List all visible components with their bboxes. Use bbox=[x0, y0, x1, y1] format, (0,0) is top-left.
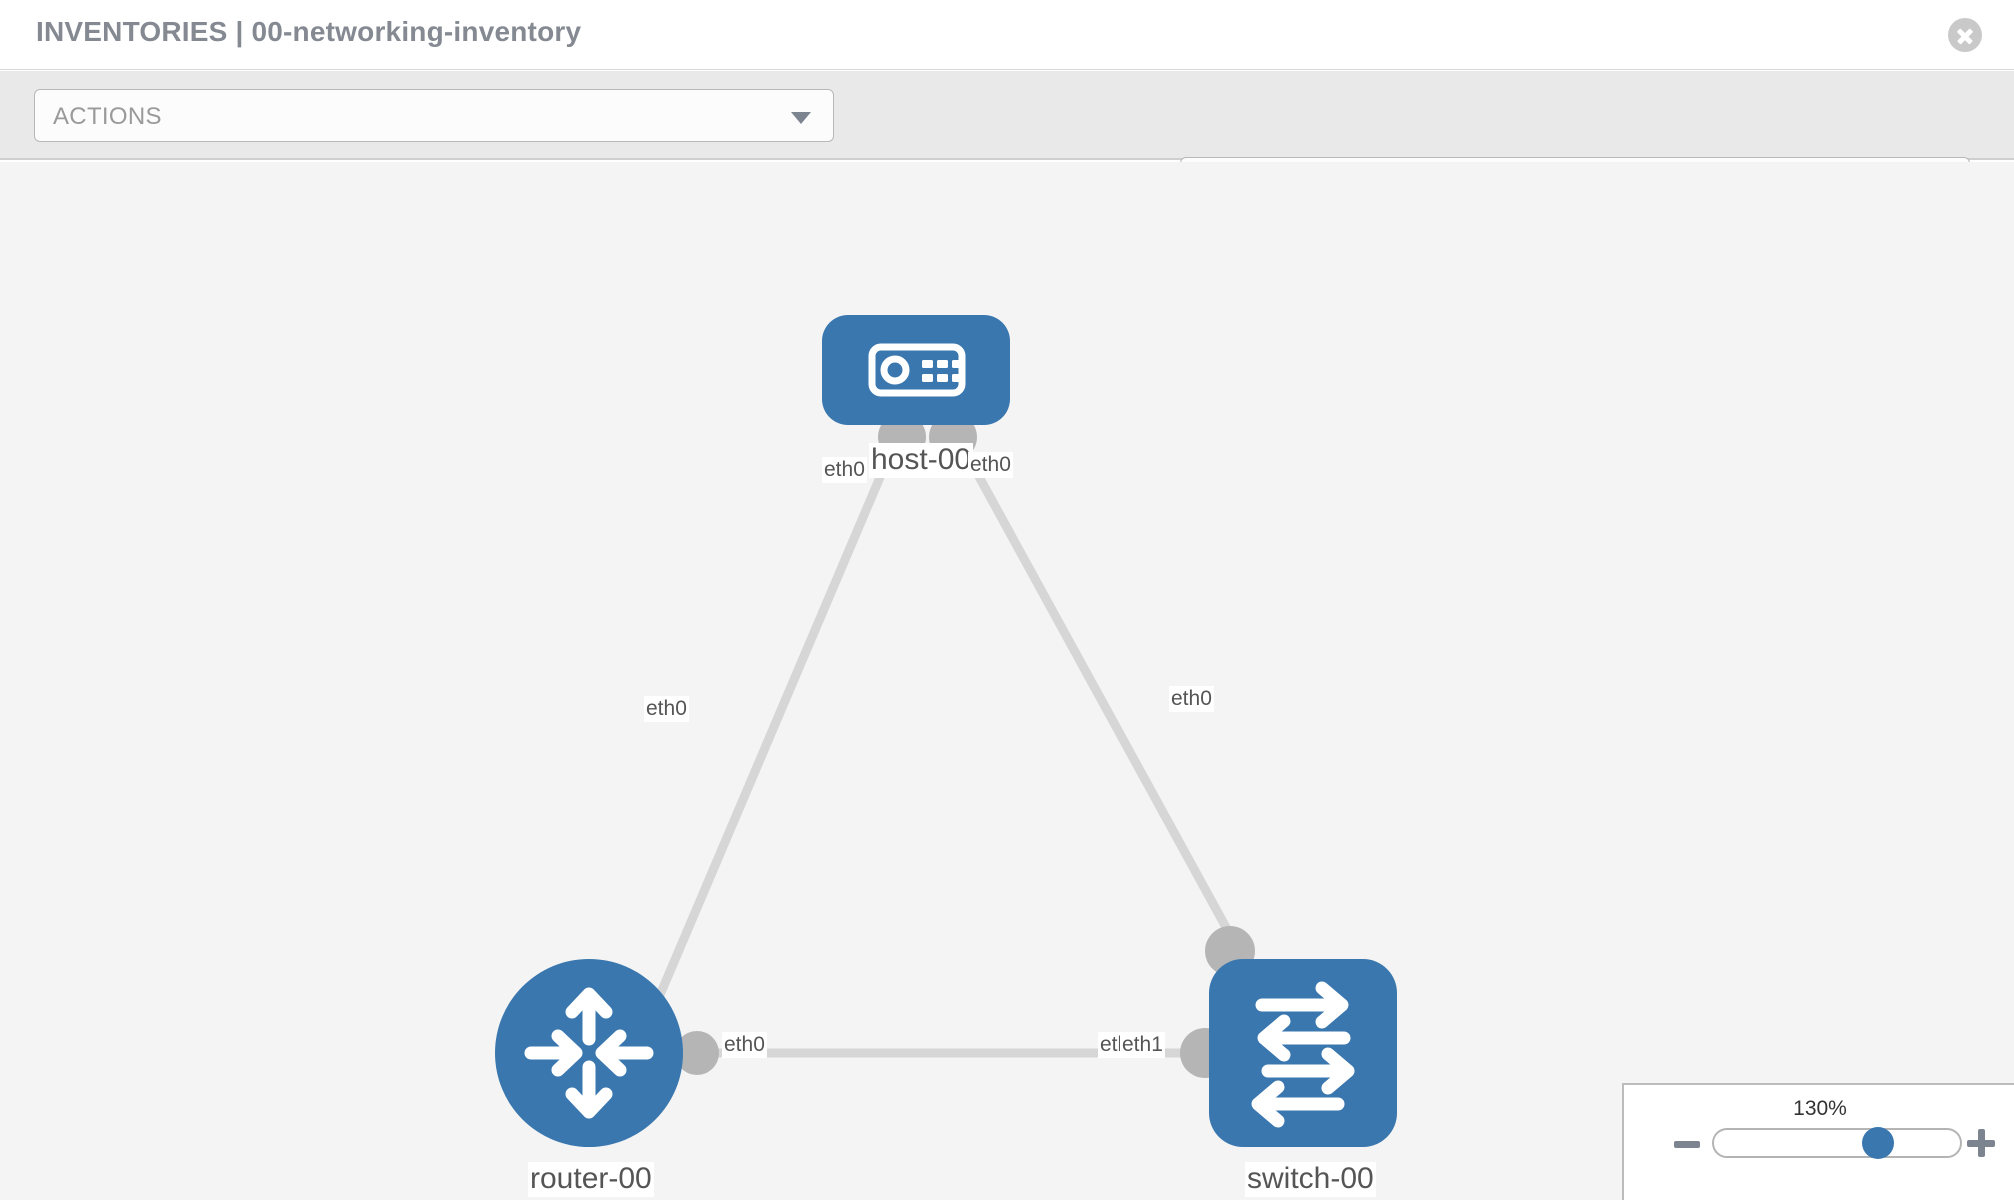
node-router-00 bbox=[495, 959, 683, 1147]
minus-icon[interactable] bbox=[1674, 1141, 1700, 1148]
switch-arrows-icon bbox=[1251, 981, 1355, 1128]
router-arrows-icon bbox=[524, 987, 654, 1119]
topology-links bbox=[635, 439, 1249, 1058]
node-switch-00 bbox=[1209, 959, 1397, 1147]
edge-label-host-right: eth0 bbox=[968, 452, 1013, 478]
actions-dropdown-label: ACTIONS bbox=[53, 103, 162, 130]
port-router-right bbox=[675, 1031, 719, 1075]
zoom-slider-track[interactable] bbox=[1712, 1128, 1962, 1158]
plus-icon[interactable] bbox=[1967, 1129, 1995, 1157]
edge-label-switch-upper: eth0 bbox=[1169, 686, 1214, 712]
node-label-switch-00: switch-00 bbox=[1245, 1162, 1376, 1197]
edge-label-switch-left: eth1 bbox=[1120, 1032, 1165, 1058]
link-host-switch bbox=[956, 439, 1249, 965]
page-title: INVENTORIES | 00-networking-inventory bbox=[36, 16, 582, 47]
chevron-down-icon bbox=[791, 112, 811, 124]
actions-dropdown[interactable]: ACTIONS bbox=[34, 89, 834, 142]
edge-label-router-right: eth0 bbox=[722, 1032, 767, 1058]
page-header: INVENTORIES | 00-networking-inventory bbox=[0, 0, 2014, 70]
plus-icon-vertical bbox=[1978, 1129, 1985, 1157]
node-host-00 bbox=[822, 315, 1010, 425]
zoom-percent-label: 130% bbox=[1793, 1097, 1847, 1120]
zoom-control-panel: 130% bbox=[1622, 1083, 2014, 1200]
edge-label-host-left: eth0 bbox=[822, 457, 867, 483]
close-icon[interactable] bbox=[1948, 18, 1982, 52]
topology-canvas[interactable]: host-00 router-00 switch-00 eth0 eth0 et… bbox=[0, 162, 2014, 1200]
toolbar: ACTIONS SEARCH bbox=[0, 71, 2014, 210]
server-icon bbox=[868, 343, 966, 397]
edge-label-router-upper: eth0 bbox=[644, 696, 689, 722]
zoom-slider-thumb[interactable] bbox=[1862, 1127, 1894, 1159]
node-label-router-00: router-00 bbox=[528, 1162, 654, 1197]
server-icon-grid bbox=[922, 360, 960, 382]
topology-graph bbox=[495, 315, 1397, 1147]
node-label-host-00: host-00 bbox=[869, 443, 974, 478]
link-host-router bbox=[635, 440, 900, 1044]
